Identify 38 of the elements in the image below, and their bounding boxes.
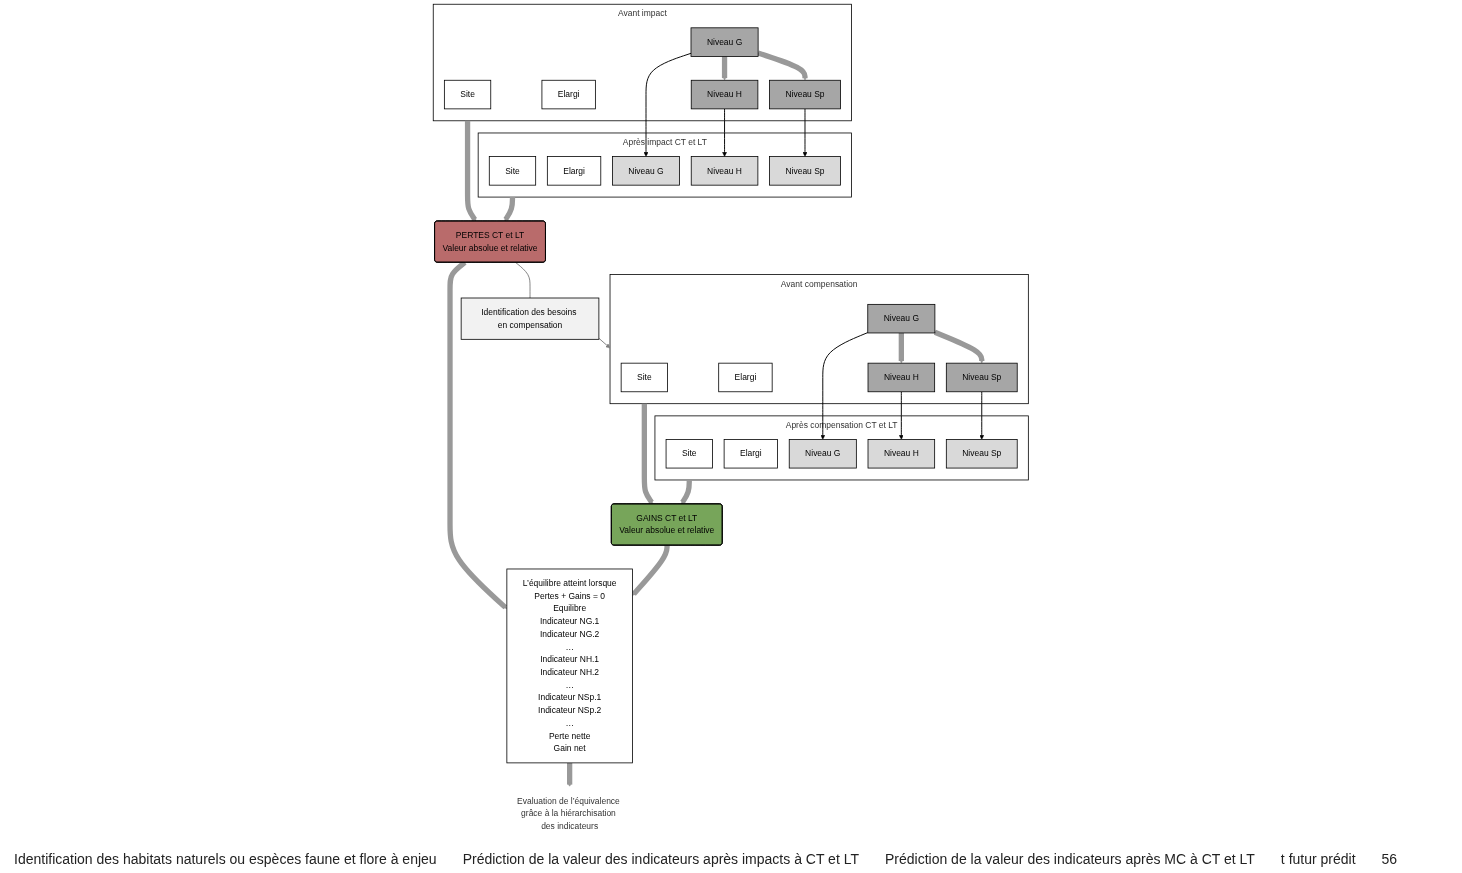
note-text: Prédiction de la valeur des indicateurs après MC à CT et LT: [884, 851, 1255, 867]
connector: [515, 262, 531, 299]
node-box: Elargi: [541, 79, 596, 110]
node-box: Niveau H: [691, 79, 759, 110]
arrow: [934, 329, 985, 364]
node-box: Site: [489, 156, 537, 186]
node-box: Site: [444, 79, 492, 110]
node-box: Site: [620, 362, 669, 393]
node-box: Niveau Sp: [769, 79, 842, 110]
node-box: Niveau H: [867, 439, 936, 469]
node-box: Niveau Sp: [946, 362, 1018, 393]
node-box: Niveau H: [867, 362, 936, 393]
node-box: Elargi: [723, 439, 779, 469]
arrow: [567, 762, 573, 787]
node-box: Niveau G: [690, 27, 759, 57]
arrow: [632, 544, 670, 596]
node-box: Elargi: [547, 156, 602, 186]
note-text: Identification des habitats naturels ou espèces faune et flore à enjeu: [14, 851, 437, 867]
node-box: Niveau H: [691, 156, 759, 186]
node-box: Niveau Sp: [769, 156, 842, 186]
arrow: [465, 120, 478, 222]
node-box: Niveau G: [867, 303, 936, 334]
arrow: [641, 403, 654, 505]
node-box: L’équilibre atteint lorsque Pertes + Gains = 0 Equilibre Indicateur NG.1 Indicateur NG.2 … Indicateur NH.1 Indicateur NH.2 … Indicateur NSp.1 Indicateur NSp.2 … Perte nette Gain net: [506, 568, 634, 764]
arrow: [757, 50, 808, 81]
arrow: [503, 196, 516, 222]
node-box: Niveau G: [612, 156, 681, 186]
note-text: 56: [1381, 851, 1398, 867]
node-box: Elargi: [718, 362, 773, 393]
node-box: Identification des besoins en compensation: [460, 297, 600, 340]
node-text: Evaluation de l’équivalence grâce à la hiérarchisation des indicateurs: [517, 796, 621, 831]
note-text: t futur prédit: [1280, 851, 1356, 867]
arrow: [680, 479, 693, 505]
node-box: Site: [665, 439, 714, 469]
arrow: [722, 55, 728, 81]
arrow: [898, 332, 905, 364]
node-box: Niveau G: [789, 439, 857, 469]
node-box: Niveau Sp: [946, 439, 1018, 469]
